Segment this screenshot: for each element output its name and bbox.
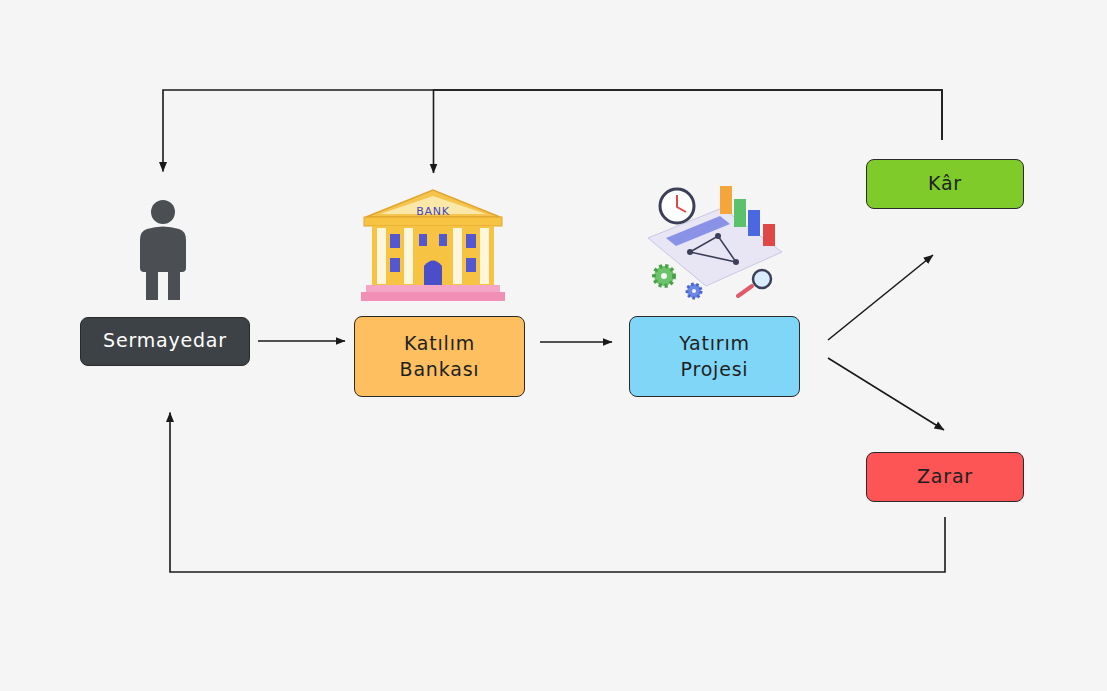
node-label: Zarar <box>917 464 973 490</box>
clock-face <box>660 189 694 223</box>
gear-hole <box>661 273 667 279</box>
gear <box>687 284 701 298</box>
bank-window <box>466 258 476 272</box>
bank-column <box>453 228 462 284</box>
clock-hands <box>677 195 686 212</box>
flow-arrow <box>258 340 345 342</box>
report-triangle <box>690 236 736 262</box>
bank-window <box>390 258 400 272</box>
bank-door <box>424 261 442 286</box>
flow-arrow <box>434 90 943 173</box>
loss-box: Zarar <box>866 452 1024 502</box>
bank-window <box>390 234 400 248</box>
node-label: Yatırım Projesi <box>644 331 785 382</box>
bank-window <box>466 234 476 248</box>
flow-arrow <box>828 358 944 430</box>
magnifier-handle <box>738 286 752 296</box>
bank-step <box>366 285 500 292</box>
bank-icon <box>361 190 505 301</box>
gear-hole <box>692 289 696 293</box>
flow-arrow <box>163 90 942 172</box>
chart-bar <box>734 199 746 227</box>
flow-arrow <box>828 255 933 340</box>
bank-window <box>439 234 447 246</box>
bank-column <box>377 228 386 284</box>
bank-wall <box>372 226 494 285</box>
gear <box>654 266 674 286</box>
bank-column <box>480 228 489 284</box>
project-box: Yatırım Projesi <box>629 316 800 397</box>
bank-roof <box>366 190 500 217</box>
icon-label: BANK <box>416 206 450 217</box>
bank-step <box>361 292 505 301</box>
node-label: Katılım Bankası <box>369 331 510 382</box>
bank-entablature <box>364 217 502 226</box>
chart-bar <box>763 224 775 246</box>
project-illustration <box>648 186 782 298</box>
node-label: Kâr <box>928 171 962 197</box>
investor-box: Sermayedar <box>80 317 250 366</box>
person-head <box>151 200 175 224</box>
node-label: Sermayedar <box>103 328 227 354</box>
bank-window <box>419 234 427 246</box>
report-dot <box>715 233 721 239</box>
bank-column <box>404 228 413 284</box>
profit-box: Kâr <box>866 159 1024 209</box>
magnifier-lens <box>753 270 771 288</box>
report-dot <box>687 249 693 255</box>
person-body <box>140 227 186 301</box>
report-dot <box>733 259 739 265</box>
chart-bar <box>720 186 732 214</box>
flow-arrow <box>170 413 945 573</box>
person-icon <box>140 200 186 300</box>
flow-arrow <box>540 341 612 343</box>
chart-bar <box>748 210 760 236</box>
bank-box: Katılım Bankası <box>354 316 525 397</box>
